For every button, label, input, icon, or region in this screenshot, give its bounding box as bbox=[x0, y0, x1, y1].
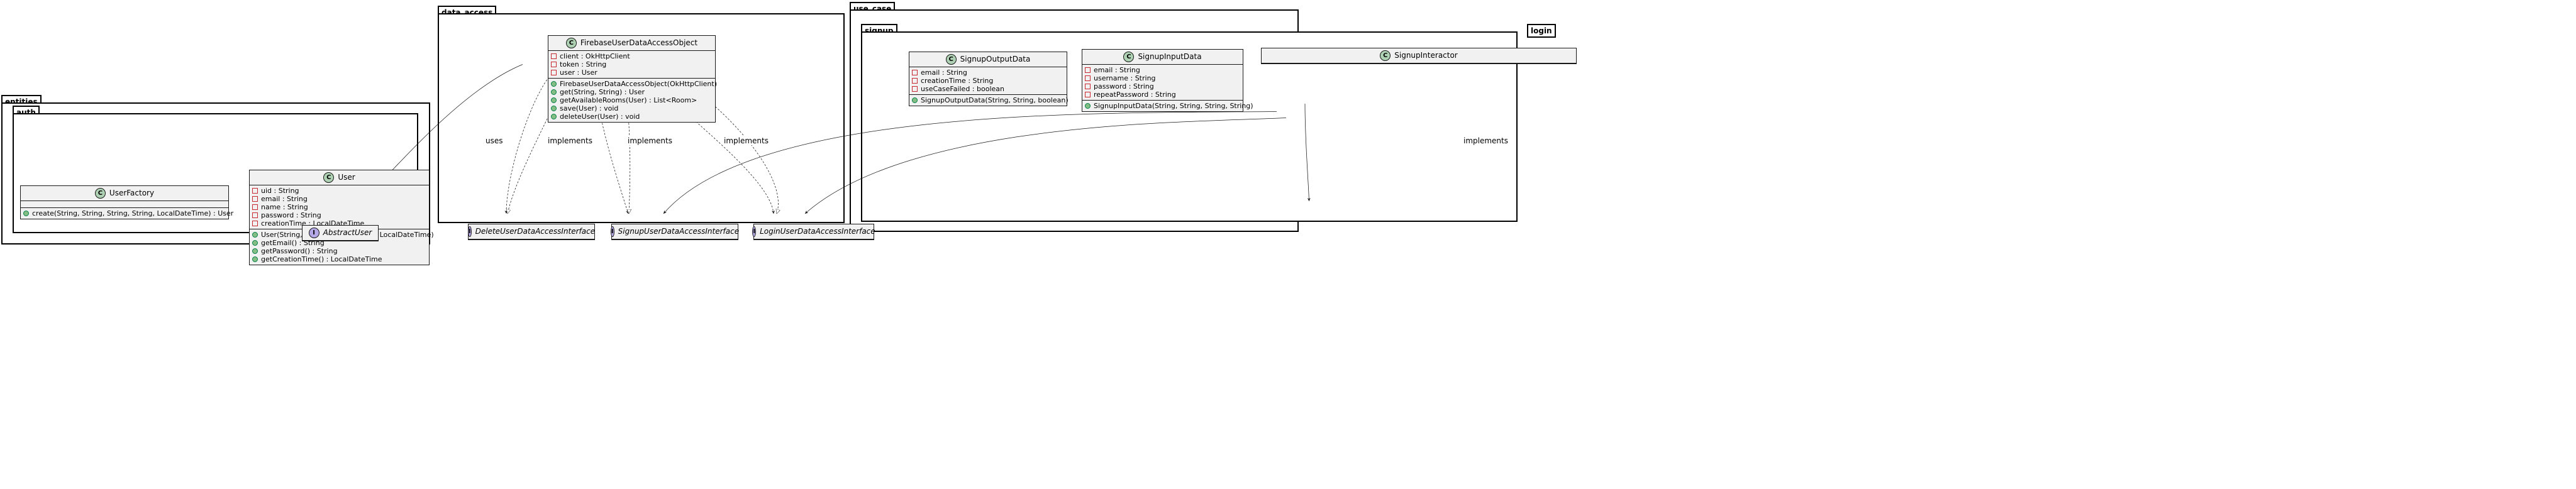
public-icon bbox=[551, 97, 557, 103]
private-icon bbox=[252, 212, 258, 218]
private-icon bbox=[1085, 92, 1091, 97]
edge-label-implements: implements bbox=[723, 136, 770, 145]
public-icon bbox=[252, 232, 258, 238]
field-row: password : String bbox=[252, 211, 426, 219]
private-icon bbox=[551, 53, 557, 59]
class-name: SignupInputData bbox=[1138, 52, 1202, 61]
fields-section: client : OkHttpClient token : String use… bbox=[548, 51, 715, 79]
private-icon bbox=[551, 62, 557, 67]
fields-section bbox=[21, 201, 228, 208]
class-name: DeleteUserDataAccessInterface bbox=[475, 227, 596, 236]
field-row: email : String bbox=[252, 195, 426, 203]
public-icon bbox=[1085, 103, 1091, 109]
method-row: create(String, String, String, String, L… bbox=[23, 209, 233, 217]
interface-signupuserdataaccessinterface[interactable]: I SignupUserDataAccessInterface bbox=[610, 224, 740, 240]
method-row: getPassword() : String bbox=[252, 247, 426, 255]
edge-label-implements: implements bbox=[1462, 136, 1509, 145]
fields-section: uid : String email : String name : Strin… bbox=[250, 185, 429, 229]
interface-abstractuser[interactable]: I AbstractUser bbox=[302, 225, 379, 241]
edge-label-uses: uses bbox=[484, 136, 504, 145]
method-row: getCreationTime() : LocalDateTime bbox=[252, 255, 426, 263]
class-name: SignupOutputData bbox=[960, 55, 1031, 63]
field-row: uid : String bbox=[252, 187, 426, 195]
package-tab-login: login bbox=[1527, 24, 1556, 38]
private-icon bbox=[551, 70, 557, 75]
class-icon: C bbox=[945, 54, 957, 65]
class-name: AbstractUser bbox=[323, 228, 372, 237]
interface-icon: I bbox=[610, 226, 614, 237]
field-row: name : String bbox=[252, 203, 426, 211]
private-icon bbox=[252, 196, 258, 202]
private-icon bbox=[1085, 75, 1091, 81]
class-name: LoginUserDataAccessInterface bbox=[760, 227, 875, 236]
class-icon: C bbox=[565, 38, 577, 48]
class-name: SignupUserDataAccessInterface bbox=[618, 227, 740, 236]
private-icon bbox=[252, 188, 258, 194]
public-icon bbox=[252, 240, 258, 246]
private-icon bbox=[1085, 67, 1091, 73]
interface-icon: I bbox=[308, 228, 319, 238]
private-icon bbox=[912, 78, 918, 84]
private-icon bbox=[252, 204, 258, 210]
methods-section: SignupInputData(String, String, String, … bbox=[1082, 101, 1253, 111]
public-icon bbox=[23, 211, 29, 216]
class-icon: C bbox=[323, 172, 335, 183]
class-name: UserFactory bbox=[109, 189, 155, 197]
interface-icon: I bbox=[467, 226, 472, 237]
class-name: SignupInteractor bbox=[1394, 51, 1458, 60]
public-icon bbox=[252, 248, 258, 254]
fields-section: email : String username : String passwor… bbox=[1082, 65, 1243, 101]
interface-icon: I bbox=[752, 226, 757, 237]
edge-label-implements: implements bbox=[547, 136, 594, 145]
public-icon bbox=[252, 256, 258, 262]
methods-section: create(String, String, String, String, L… bbox=[21, 208, 233, 219]
methods-section: FirebaseUserDataAccessObject(OkHttpClien… bbox=[548, 79, 717, 122]
fields-section: email : String creationTime : String use… bbox=[909, 67, 1067, 95]
private-icon bbox=[912, 70, 918, 75]
class-icon: C bbox=[1380, 50, 1391, 61]
public-icon bbox=[551, 81, 557, 87]
methods-section: SignupOutputData(String, String, boolean… bbox=[909, 95, 1069, 106]
edge-label-implements: implements bbox=[626, 136, 674, 145]
public-icon bbox=[551, 114, 557, 119]
class-icon: C bbox=[94, 188, 106, 199]
public-icon bbox=[551, 89, 557, 95]
private-icon bbox=[252, 221, 258, 226]
class-icon: C bbox=[1123, 52, 1135, 62]
class-name: User bbox=[338, 173, 355, 182]
public-icon bbox=[551, 106, 557, 111]
class-name: FirebaseUserDataAccessObject bbox=[580, 38, 698, 47]
public-icon bbox=[912, 97, 918, 103]
private-icon bbox=[1085, 84, 1091, 89]
private-icon bbox=[912, 86, 918, 92]
